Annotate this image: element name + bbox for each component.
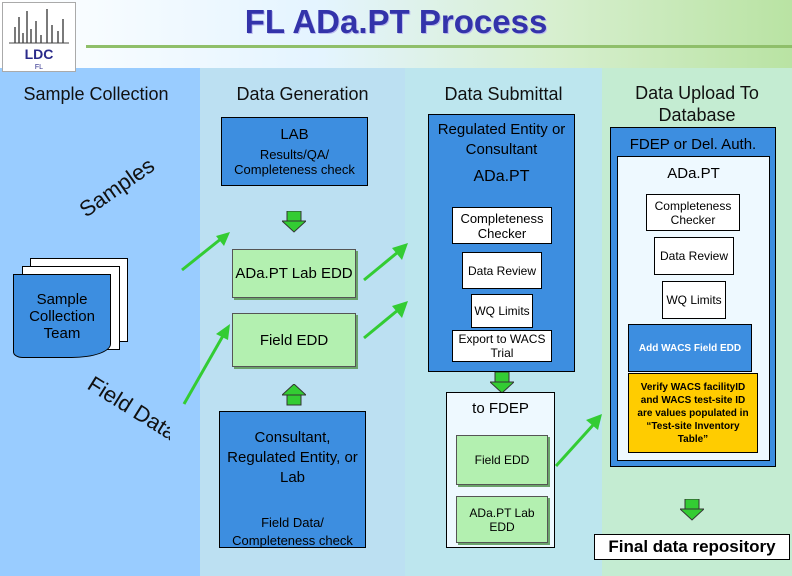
submittal-down-arrow-icon: [490, 372, 514, 394]
svg-text:LDC: LDC: [25, 46, 54, 62]
svg-text:FL: FL: [35, 64, 43, 71]
down-arrow-icon: [282, 211, 306, 233]
samples-curved-label: Samples: [80, 153, 159, 223]
to-database-arrow-icon: [554, 414, 602, 468]
ldc-logo: LDC FL: [2, 2, 76, 72]
field-completeness-label: Field Data/ Completeness check: [232, 515, 353, 548]
upload-data-review: Data Review: [654, 237, 734, 275]
submittal-lab-edd: ADa.PT Lab EDD: [456, 496, 548, 543]
fdep-label: FDEP or Del. Auth.: [629, 136, 757, 153]
svg-text:Samples: Samples: [80, 153, 159, 223]
upload-wq-limits: WQ Limits: [662, 281, 726, 319]
lab-subtitle: Results/QA/ Completeness check: [234, 147, 355, 177]
consultant-box: Consultant, Regulated Entity, or Lab Fie…: [219, 411, 366, 548]
submittal-completeness-checker: Completeness Checker: [452, 207, 552, 244]
field-data-arrow-icon: [182, 324, 230, 405]
entity-label: Regulated Entity or Consultant: [437, 121, 566, 158]
svg-text:Field Data: Field Data: [83, 374, 170, 446]
upload-adapt-label: ADa.PT: [667, 165, 720, 182]
adapt-lab-edd: ADa.PT Lab EDD: [232, 249, 356, 298]
sample-collection-team: Sample Collection Team: [13, 274, 111, 358]
samples-arrow-icon: [181, 232, 230, 272]
lab-edd-arrow-icon: [363, 243, 408, 282]
page-title: FL ADa.PT Process: [244, 3, 548, 40]
verify-wacs-box: Verify WACS facilityID and WACS test-sit…: [628, 373, 758, 453]
logo-chart-icon: LDC FL: [9, 9, 69, 71]
field-edd-arrow-icon: [363, 301, 408, 340]
upload-down-arrow-icon: [680, 499, 704, 521]
title-band: [0, 0, 792, 68]
up-arrow-icon: [282, 384, 306, 406]
upload-completeness-checker: Completeness Checker: [646, 194, 740, 231]
lab-box: LAB Results/QA/ Completeness check: [221, 117, 368, 186]
data-upload-header: Data Upload To Database: [635, 83, 759, 125]
data-submittal-header: Data Submittal: [444, 84, 563, 104]
submittal-adapt-label: ADa.PT: [473, 168, 530, 185]
field-data-curved-label: Field Data: [83, 374, 170, 446]
final-data-repository: Final data repository: [594, 534, 790, 560]
add-wacs-field-edd: Add WACS Field EDD: [628, 324, 752, 372]
data-generation-header: Data Generation: [236, 84, 369, 104]
consultant-label: Consultant, Regulated Entity, or Lab: [227, 429, 358, 486]
to-fdep-label: to FDEP: [472, 400, 529, 417]
submittal-wq-limits: WQ Limits: [471, 294, 533, 328]
lab-title: LAB: [280, 126, 309, 143]
submittal-field-edd: Field EDD: [456, 435, 548, 485]
sample-collection-header: Sample Collection: [23, 84, 169, 104]
export-wacs-trial: Export to WACS Trial: [452, 330, 552, 362]
title-rule: [86, 45, 792, 48]
field-edd: Field EDD: [232, 313, 356, 367]
submittal-data-review: Data Review: [462, 252, 542, 289]
